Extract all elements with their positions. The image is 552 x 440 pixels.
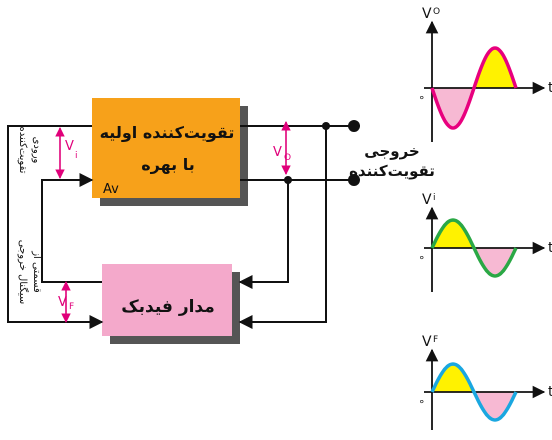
vf-second-half-fill (474, 392, 516, 420)
vo-label-sub: O (284, 153, 291, 163)
vf-time-label: t (548, 384, 552, 400)
vf-label-letter: V (58, 295, 67, 310)
vo-waveform-curve (430, 46, 518, 130)
vi-first-half-fill (432, 220, 474, 248)
amplifier-block (92, 98, 240, 198)
output-terminal (348, 120, 360, 132)
vo-time-label: t (548, 80, 552, 96)
vf-axis-subscript: F (433, 335, 438, 345)
vi-label-letter: V (65, 139, 74, 154)
vo-second-half-fill (474, 48, 516, 88)
vo-label-letter: V (273, 145, 282, 160)
input-side-label-line1: ورودی (31, 137, 42, 164)
output-label-line1: خروجی (364, 142, 419, 160)
vi-second-half-fill (474, 248, 516, 276)
feedback-label: مدار فیدبک (121, 297, 215, 317)
input-side-label-line2: تقویت‌کننده (17, 127, 28, 174)
vf-origin-label: ° (419, 398, 425, 411)
vi-origin-label: ° (419, 254, 425, 267)
output-label-line2: تقویت‌کننده (349, 162, 435, 180)
output-terminal (348, 174, 360, 186)
vi-time-label: t (548, 240, 552, 256)
junction-dot (284, 176, 292, 184)
feedback-block (102, 264, 232, 336)
vi-waveform-curve (430, 218, 518, 278)
vi-axis-subscript: i (433, 193, 436, 203)
fraction-side-label-line2: سیگنال خروجی (17, 240, 29, 304)
vi-axis-label: V (422, 192, 432, 208)
vf-first-half-fill (432, 364, 474, 392)
vf-label-sub: F (69, 302, 74, 312)
vo-origin-label: ° (419, 94, 425, 107)
vf-axis-label: V (422, 334, 432, 350)
amplifier-label-line2: با بهره (141, 155, 195, 174)
vo-axis-subscript: O (433, 7, 440, 17)
vf-waveform-curve (430, 362, 518, 422)
gain-symbol: Av (103, 182, 119, 197)
amplifier-label-line1: تقویت‌کننده اولیه (100, 123, 235, 142)
vi-label-sub: i (75, 151, 78, 161)
vo-axis-label: V (422, 6, 432, 22)
junction-dot (322, 122, 330, 130)
wires (7, 125, 350, 329)
vo-first-half-fill (432, 88, 474, 128)
fraction-side-label-line1: قسمتی از (31, 250, 42, 293)
